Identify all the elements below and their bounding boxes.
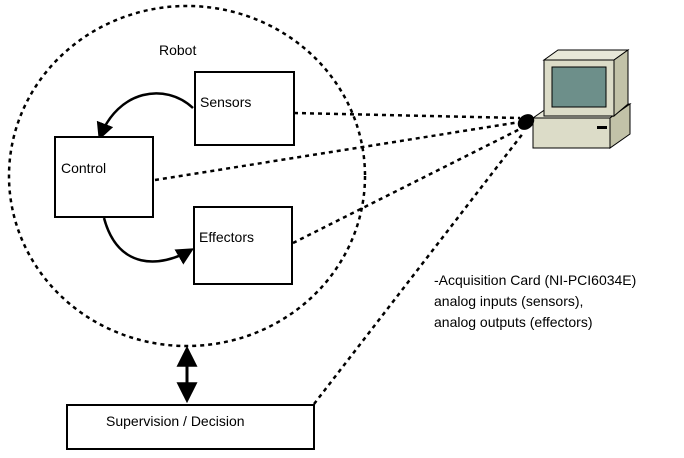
control-box [54, 136, 154, 218]
supervision-label: Supervision / Decision [106, 413, 245, 429]
robot-label: Robot [159, 42, 196, 58]
annotation-line-2: analog inputs (sensors), [434, 293, 583, 309]
mouse-icon [517, 114, 535, 130]
sensors-box [194, 71, 295, 146]
control-label: Control [61, 160, 106, 176]
computer-icon [531, 49, 632, 149]
arc-sensors-to-control [96, 92, 194, 141]
link-effectors-computer [292, 126, 523, 245]
link-supervision-computer [313, 131, 525, 405]
annotation-line-3: analog outputs (effectors) [434, 314, 593, 330]
sensors-label: Sensors [200, 94, 251, 110]
arc-control-to-effectors [102, 217, 195, 265]
link-control-computer [154, 120, 521, 182]
supervision-box [66, 404, 315, 450]
effectors-label: Effectors [199, 229, 254, 245]
effectors-box [193, 206, 293, 285]
annotation-line-1: -Acquisition Card (NI-PCI6034E) [434, 272, 636, 288]
link-sensors-computer [293, 111, 521, 120]
